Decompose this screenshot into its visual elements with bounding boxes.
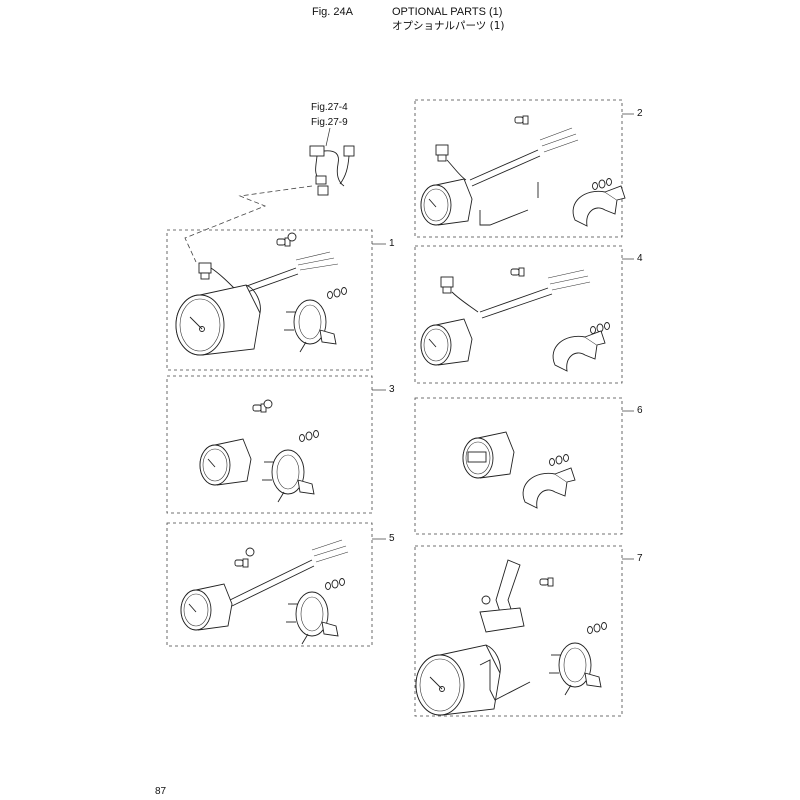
group-box-7 (414, 545, 623, 717)
hour-meter-assembly-3 (199, 399, 319, 503)
wire-harness-icon (309, 145, 355, 196)
group-box-6 (414, 397, 623, 535)
page-number: 87 (155, 786, 167, 797)
callout-1[interactable]: 1 (389, 238, 395, 249)
callout-7[interactable]: 7 (637, 553, 643, 564)
callout-2[interactable]: 2 (637, 108, 643, 119)
gauge-assembly-5 (180, 539, 349, 645)
callout-6[interactable]: 6 (637, 405, 643, 416)
group-box-2 (414, 99, 623, 238)
group-box-1 (166, 229, 373, 371)
figure-reference-1[interactable]: Fig.27-4 (311, 102, 348, 113)
figure-number: Fig. 24A (312, 6, 353, 18)
page-title: OPTIONAL PARTS (1) (392, 6, 503, 18)
callout-5[interactable]: 5 (389, 533, 395, 544)
tachometer-assembly-2 (420, 115, 626, 227)
group-box-5 (166, 522, 373, 647)
callout-4[interactable]: 4 (637, 253, 643, 264)
group-box-4 (414, 245, 623, 384)
callout-3[interactable]: 3 (389, 384, 395, 395)
tachometer-assembly-1 (175, 232, 347, 356)
tachometer-assembly-7 (415, 559, 607, 716)
page-title-japanese: オプショナルパーツ (1) (392, 20, 505, 32)
hour-meter-assembly-6 (462, 431, 576, 509)
group-box-3 (166, 375, 373, 514)
speedometer-assembly-4 (420, 267, 610, 372)
figure-reference-2[interactable]: Fig.27-9 (311, 117, 348, 128)
